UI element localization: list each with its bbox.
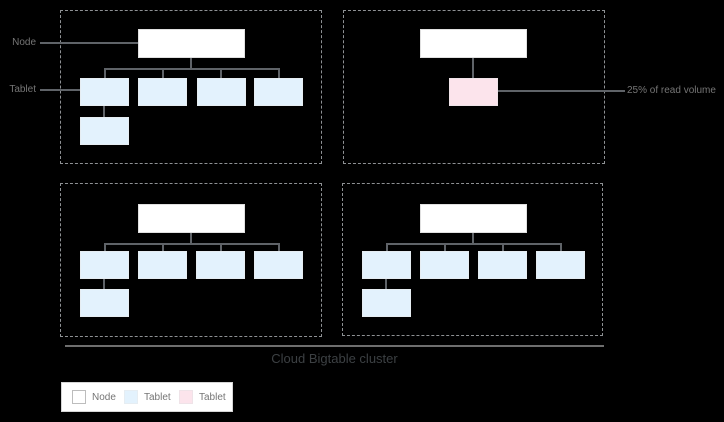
tablet-box [536, 251, 585, 279]
connector-line [162, 68, 164, 78]
read-volume-label: 25% of read volume [627, 85, 716, 96]
connector-line [502, 243, 504, 251]
node-zone-1 [60, 10, 322, 164]
node-box-1 [138, 29, 245, 58]
connector-line [278, 68, 280, 78]
tablet-box [80, 289, 129, 317]
tablet-box [80, 117, 129, 145]
legend-label-tablet: Tablet [144, 391, 171, 403]
connector-line [220, 68, 222, 78]
connector-line [103, 106, 105, 117]
connector-line [103, 279, 105, 289]
tablet-box [138, 78, 187, 106]
legend-item-hot-tablet: Tablet [179, 383, 226, 411]
tablet-swatch-icon [124, 390, 138, 404]
tablet-label: Tablet [9, 84, 36, 95]
legend-item-node: Node [72, 383, 116, 411]
tablet-box [420, 251, 469, 279]
connector-line [104, 243, 280, 245]
node-label: Node [12, 37, 36, 48]
connector-line [385, 279, 387, 289]
hot-tablet-swatch-icon [179, 390, 193, 404]
tablet-box [362, 251, 411, 279]
node-box-3 [138, 204, 245, 233]
cluster-title: Cloud Bigtable cluster [271, 351, 398, 366]
legend: Node Tablet Tablet [61, 382, 233, 412]
connector-line [278, 243, 280, 251]
tablet-box [138, 251, 187, 279]
connector-line [190, 233, 192, 245]
tablet-box [196, 251, 245, 279]
tablet-box [478, 251, 527, 279]
connector-line [560, 243, 562, 251]
tablet-box [254, 78, 303, 106]
node-zone-2 [343, 10, 605, 164]
node-zone-4 [342, 183, 603, 336]
legend-item-tablet: Tablet [124, 383, 171, 411]
node-box-2 [420, 29, 527, 58]
connector-line [444, 243, 446, 251]
pointer-line-read-volume [498, 90, 625, 92]
connector-line [472, 233, 474, 245]
pointer-line-node [40, 42, 138, 44]
node-swatch-icon [72, 390, 86, 404]
connector-line [104, 243, 106, 251]
hot-tablet-box [449, 78, 498, 106]
connector-line [386, 243, 562, 245]
legend-label-node: Node [92, 391, 116, 403]
connector-line [220, 243, 222, 251]
tablet-box [254, 251, 303, 279]
connector-line [104, 68, 280, 70]
tablet-box [197, 78, 246, 106]
connector-line [386, 243, 388, 251]
legend-label-hot-tablet: Tablet [199, 391, 226, 403]
pointer-line-tablet [40, 89, 80, 91]
tablet-box [80, 78, 129, 106]
node-zone-3 [60, 183, 322, 337]
tablet-box [362, 289, 411, 317]
cluster-line [65, 345, 604, 347]
connector-line [190, 58, 192, 70]
tablet-box [80, 251, 129, 279]
connector-line [104, 68, 106, 78]
connector-line [162, 243, 164, 251]
node-box-4 [420, 204, 527, 233]
connector-line [472, 58, 474, 78]
